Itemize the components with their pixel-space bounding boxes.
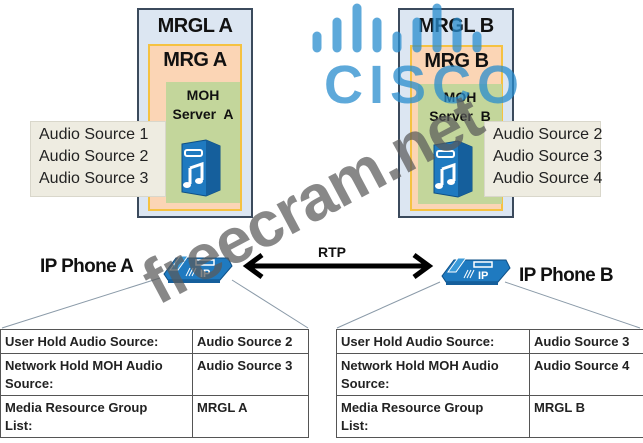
mrg-a-title: MRG A — [163, 49, 227, 71]
config-value: MRGL B — [529, 395, 643, 438]
ip-phone-b-label: IP Phone B — [519, 265, 614, 286]
moh-server-icon — [433, 140, 473, 198]
callout-line-a-right — [231, 279, 309, 329]
ip-phone-icon[interactable]: IP — [440, 254, 512, 286]
config-key: Media Resource Group List: — [0, 395, 193, 438]
audio-source-item: Audio Source 3 — [39, 170, 149, 187]
cisco-logo-bars — [312, 3, 482, 53]
moh-server-b-title-line1: MOH — [443, 89, 477, 105]
moh-server-a-box: MOH Server A — [166, 82, 240, 203]
mrg-b-title: MRG B — [424, 50, 489, 72]
config-value: Audio Source 3 — [192, 353, 309, 396]
table-row: User Hold Audio Source: Audio Source 3 — [336, 329, 643, 354]
config-value: Audio Source 4 — [529, 353, 643, 396]
callout-line-a-left — [1, 277, 161, 329]
moh-server-b-title-line2: Server B — [429, 108, 491, 124]
table-row: Network Hold MOH Audio Source: Audio Sou… — [0, 353, 309, 396]
audio-sources-b-list: Audio Source 2 Audio Source 3 Audio Sour… — [484, 121, 603, 197]
audio-source-item: Audio Source 2 — [39, 148, 149, 165]
moh-server-a-title-line2: Server A — [172, 106, 234, 122]
audio-sources-a-list: Audio Source 1 Audio Source 2 Audio Sour… — [30, 121, 166, 197]
table-row: User Hold Audio Source: Audio Source 2 — [0, 329, 309, 354]
mrgl-a-title: MRGL A — [157, 15, 233, 37]
config-value: Audio Source 3 — [529, 329, 643, 354]
audio-source-item: Audio Source 2 — [493, 126, 603, 143]
audio-source-item: Audio Source 4 — [493, 170, 603, 187]
config-value: Audio Source 2 — [192, 329, 309, 354]
config-key: User Hold Audio Source: — [336, 329, 530, 354]
ip-phone-a-label: IP Phone A — [40, 256, 134, 277]
table-row: Media Resource Group List: MRGL A — [0, 395, 309, 438]
config-key: Network Hold MOH Audio Source: — [0, 353, 193, 396]
table-row: Network Hold MOH Audio Source: Audio Sou… — [336, 353, 643, 396]
callout-line-b-left — [336, 281, 441, 329]
config-value: MRGL A — [192, 395, 309, 438]
cisco-watermark: CISCO — [324, 55, 526, 115]
double-arrow-icon — [242, 252, 434, 280]
config-key: User Hold Audio Source: — [0, 329, 193, 354]
callout-line-b-right — [504, 281, 641, 329]
moh-server-a-title-line1: MOH — [186, 87, 220, 103]
moh-server-a-title: MOH Server A — [166, 86, 240, 124]
table-row: Media Resource Group List: MRGL B — [336, 395, 643, 438]
phone-b-config-table: User Hold Audio Source: Audio Source 3 N… — [336, 329, 643, 438]
moh-server-b-title: MOH Server B — [418, 88, 502, 126]
audio-source-item: Audio Source 1 — [39, 126, 149, 143]
audio-source-item: Audio Source 3 — [493, 148, 603, 165]
moh-server-icon — [181, 139, 221, 197]
mrgl-a-box: MRGL A MRG A MOH Server A — [137, 8, 253, 218]
ip-phone-a-icon-text: IP — [200, 268, 210, 280]
ip-phone-icon[interactable]: IP — [162, 252, 234, 284]
config-key: Network Hold MOH Audio Source: — [336, 353, 530, 396]
phone-a-config-table: User Hold Audio Source: Audio Source 2 N… — [0, 329, 309, 438]
config-key: Media Resource Group List: — [336, 395, 530, 438]
ip-phone-b-icon-text: IP — [478, 270, 488, 282]
rtp-label: RTP — [318, 244, 346, 260]
